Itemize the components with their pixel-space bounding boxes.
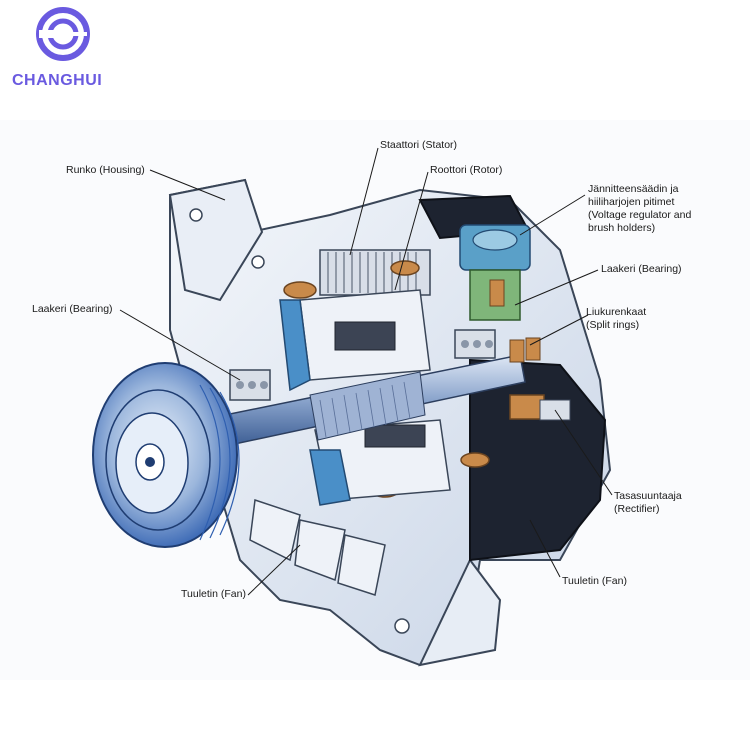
label-slip-rings-line-1: Liukurenkaat [586,306,647,318]
label-fan-right: Tuuletin (Fan) [562,575,627,587]
label-regulator-line-2: hiiliharjojen pitimet [588,196,675,208]
label-rectifier-line-2: (Rectifier) [614,503,660,515]
leader-bearing-left [119,309,241,381]
label-regulator: Jännitteensäädin ja hiiliharjojen pitime… [588,183,691,235]
leader-regulator [519,194,586,236]
rectifier [509,394,571,421]
brand-name: CHANGHUI [12,72,103,89]
leader-slip-rings [529,314,589,346]
label-slip-rings: Liukurenkaat (Split rings) [586,306,646,332]
leader-fan-right [529,519,561,578]
voltage-regulator [459,224,531,321]
label-rectifier-line-1: Tasasuuntaaja [614,490,682,502]
leader-stator [349,147,379,256]
slip-rings [509,337,541,363]
label-rotor: Roottori (Rotor) [430,164,503,176]
shaft [224,354,526,446]
bearing-front [229,369,271,401]
leader-rectifier [554,409,613,496]
label-bearing-left: Laakeri (Bearing) [32,303,113,315]
label-slip-rings-line-2: (Split rings) [586,319,640,331]
stator [283,249,490,498]
bearing-rear [454,329,496,359]
label-fan-left: Tuuletin (Fan) [181,588,246,600]
label-regulator-line-4: brush holders) [588,222,656,234]
label-stator: Staattori (Stator) [380,139,458,151]
leader-housing [149,169,226,201]
rotor [279,289,451,506]
brand-logo: CHANGHUI [8,6,118,89]
label-regulator-line-3: (Voltage regulator and [588,209,692,221]
leader-bearing-right [514,269,599,306]
label-regulator-line-1: Jännitteensäädin ja [588,183,679,195]
leader-rotor [394,171,429,291]
callout-lines [119,147,613,596]
leader-fan-left [247,544,301,596]
label-housing: Runko (Housing) [66,164,145,176]
changhui-logo-icon [36,7,90,61]
pulley [92,362,240,548]
label-rectifier: Tasasuuntaaja (Rectifier) [614,490,682,516]
label-bearing-right: Laakeri (Bearing) [601,263,682,275]
front-fan [249,498,386,596]
